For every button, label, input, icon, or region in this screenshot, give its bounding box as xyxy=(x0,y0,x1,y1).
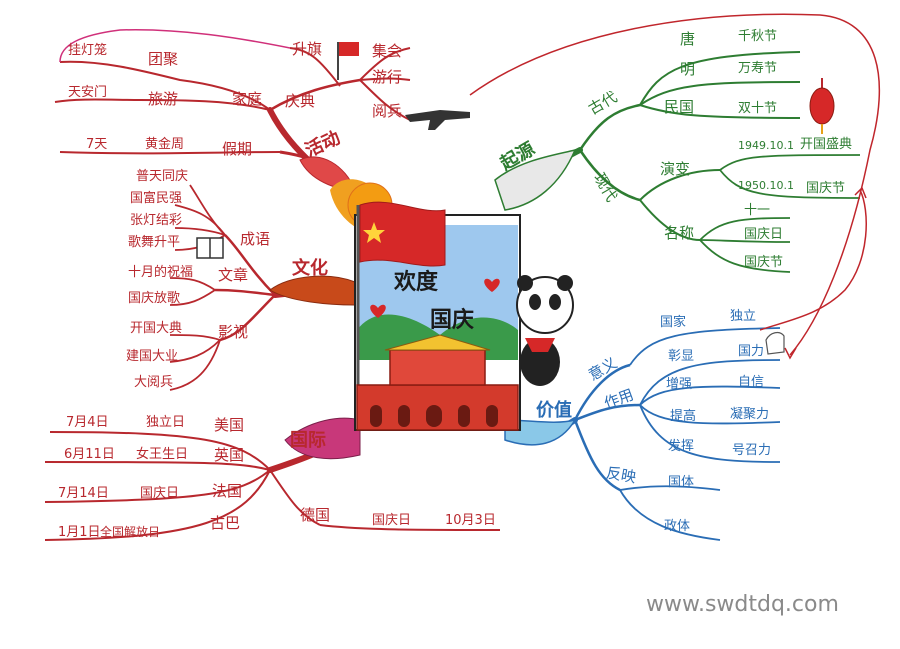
intl-row1-country: 美国 xyxy=(214,416,245,434)
family-label: 家庭 xyxy=(232,90,263,108)
intl-row1-date: 7月4日 xyxy=(66,415,109,430)
center-title-line2: 国庆 xyxy=(430,308,475,333)
germany-item-2: 10月3日 xyxy=(445,513,496,528)
idiom-4: 歌舞升平 xyxy=(128,235,181,250)
ancient-row3-fest: 双十节 xyxy=(738,101,778,116)
branch-international-label: 国际 xyxy=(290,430,326,451)
reflect-item-2: 政体 xyxy=(664,519,691,534)
effect-row4-a: 发挥 xyxy=(668,439,695,454)
center-title-line1: 欢度 xyxy=(394,270,439,295)
germany-item-1: 国庆日 xyxy=(372,513,412,528)
effect-row1-b: 国力 xyxy=(738,344,765,359)
effect-row2-b: 自信 xyxy=(738,375,765,390)
intl-row3-date: 7月14日 xyxy=(58,486,109,501)
evolution-row1-date: 1949.10.1 xyxy=(738,139,794,152)
meaning-item-1: 国家 xyxy=(660,315,687,330)
celebration-item-3: 游行 xyxy=(372,68,403,86)
celebration-item-1: 升旗 xyxy=(292,40,323,58)
reflect-item-1: 国体 xyxy=(668,475,695,490)
names-item-1: 十一 xyxy=(744,203,771,218)
idiom-3: 张灯结彩 xyxy=(130,213,183,228)
holiday-item-1: 7天 xyxy=(86,137,108,152)
names-label: 名称 xyxy=(664,224,695,242)
evolution-row2-date: 1950.10.1 xyxy=(738,179,794,192)
meaning-item-2: 独立 xyxy=(730,309,757,324)
celebration-item-4: 阅兵 xyxy=(372,102,403,120)
evolution-label: 演变 xyxy=(660,160,691,178)
article-2: 国庆放歌 xyxy=(128,291,181,306)
family-left-1: 挂灯笼 xyxy=(68,43,108,58)
evolution-row2-event: 国庆节 xyxy=(806,181,846,196)
holiday-item-2: 黄金周 xyxy=(145,137,185,152)
idiom-2: 国富民强 xyxy=(130,191,183,206)
family-right-2: 旅游 xyxy=(148,90,179,108)
intl-row4-name: 全国解放日 xyxy=(100,525,161,539)
family-left-2: 天安门 xyxy=(68,85,108,100)
intl-row1-name: 独立日 xyxy=(146,415,186,430)
intl-row4-date: 1月1日 xyxy=(58,525,101,540)
idioms-label: 成语 xyxy=(240,230,271,248)
film-3: 大阅兵 xyxy=(134,375,174,390)
effect-row2-a: 增强 xyxy=(666,377,693,392)
branch-culture-label: 文化 xyxy=(292,258,328,279)
names-item-2: 国庆日 xyxy=(744,227,784,242)
effect-row4-b: 号召力 xyxy=(732,443,772,458)
names-item-3: 国庆节 xyxy=(744,255,784,270)
intl-row4-country: 古巴 xyxy=(210,514,241,532)
effect-row3-a: 提高 xyxy=(670,409,697,424)
intl-row2-name: 女王生日 xyxy=(136,447,189,462)
ancient-row2-fest: 万寿节 xyxy=(738,61,778,76)
intl-row3-name: 国庆日 xyxy=(140,486,180,501)
ancient-row3-era: 民国 xyxy=(664,98,695,116)
branch-value-label: 价值 xyxy=(536,400,572,421)
idiom-1: 普天同庆 xyxy=(136,169,189,184)
ancient-row1-fest: 千秋节 xyxy=(738,29,778,44)
film-1: 开国大典 xyxy=(130,321,183,336)
holiday-label: 假期 xyxy=(222,140,253,158)
article-1: 十月的祝福 xyxy=(128,265,194,280)
intl-row3-country: 法国 xyxy=(212,482,243,500)
family-right-1: 团聚 xyxy=(148,50,179,68)
films-label: 影视 xyxy=(218,323,249,341)
germany-label: 德国 xyxy=(300,506,331,524)
ancient-row1-era: 唐 xyxy=(680,30,696,48)
ancient-row2-era: 明 xyxy=(680,60,696,78)
intl-row2-country: 英国 xyxy=(214,446,245,464)
celebration-label: 庆典 xyxy=(285,92,316,110)
intl-row2-date: 6月11日 xyxy=(64,447,115,462)
articles-label: 文章 xyxy=(218,266,249,284)
watermark: www.swdtdq.com xyxy=(646,592,839,617)
film-2: 建国大业 xyxy=(126,349,179,364)
effect-row1-a: 彰显 xyxy=(668,349,695,364)
celebration-item-2: 集会 xyxy=(372,42,403,60)
evolution-row1-event: 开国盛典 xyxy=(800,137,853,152)
effect-row3-b: 凝聚力 xyxy=(730,407,770,422)
